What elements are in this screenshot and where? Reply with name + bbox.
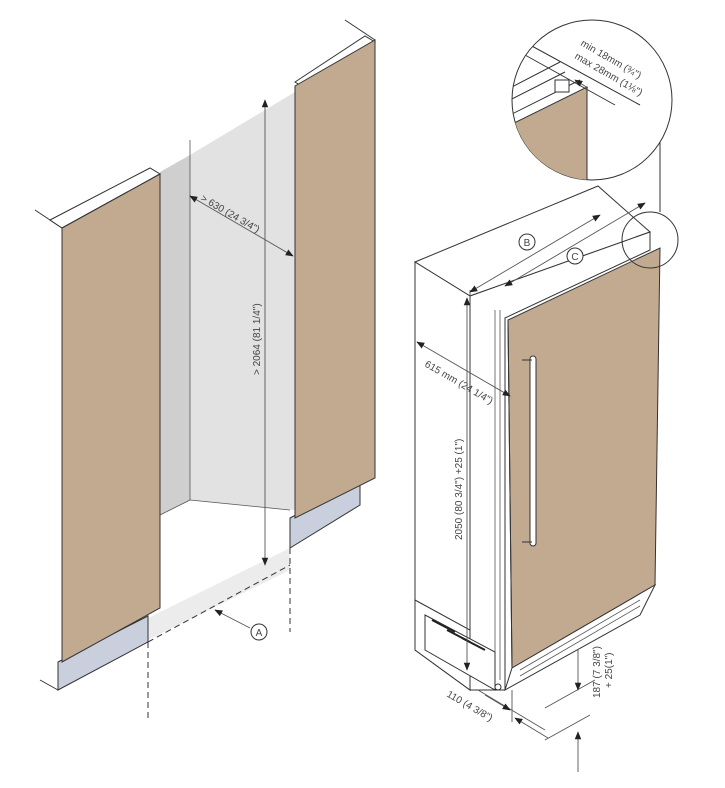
niche-floor	[148, 548, 290, 640]
marker-b: B	[524, 238, 531, 249]
view-marker-a: A	[256, 628, 263, 639]
plinth-height-label-1: 187 (7 3/8")	[592, 646, 603, 698]
width-dimension-c	[504, 202, 646, 287]
right-cabinet-panel	[294, 39, 376, 519]
height-label: 2050 (80 3/4") +25 (1")	[454, 439, 465, 540]
appliance-drawing: B C 615 mm (24 1/4") 2050 (80 3/4") +25 …	[413, 185, 661, 772]
left-cabinet-panel	[61, 173, 161, 663]
niche-side-wall	[160, 155, 190, 515]
view-arrow-a	[214, 609, 251, 629]
niche-width-dimension	[189, 195, 294, 257]
niche-height-label: > 2064 (81 1/4")	[252, 303, 263, 375]
gap-detail: min 18mm (¾") max 28mm (1⅛")	[511, 19, 679, 269]
marker-c: C	[571, 252, 578, 263]
niche-drawing: > 630 (24 3/4") > 2064 (81 1/4") A	[34, 19, 376, 718]
depth-dimension	[416, 341, 511, 397]
plinth-depth-label: 110 (4 3/8")	[445, 689, 495, 724]
niche-back-wall	[190, 92, 295, 510]
plinth-height-label-2: + 25(1")	[604, 652, 615, 688]
door-handle	[529, 355, 537, 547]
